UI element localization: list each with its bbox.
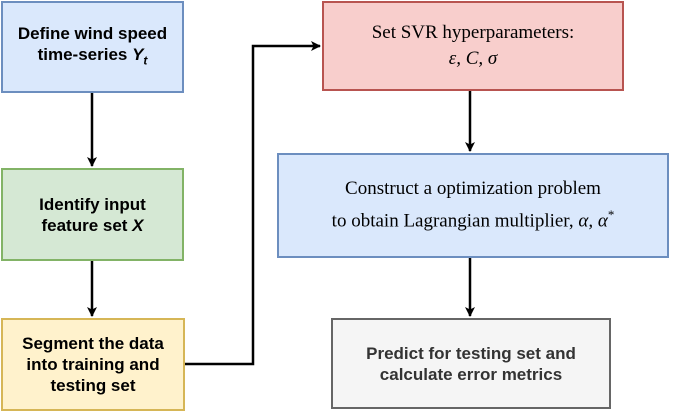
construct-line2-text: to obtain Lagrangian multiplier, <box>331 210 579 232</box>
svr-hyperparameters-box: Set SVR hyperparameters: ε, C, σ <box>322 1 624 91</box>
segment-data-box: Segment the data into training and testi… <box>1 318 185 411</box>
segment-line1: Segment the data <box>22 334 164 353</box>
predict-metrics-box: Predict for testing set and calculate er… <box>331 318 611 409</box>
define-line2-text: time-series <box>37 44 133 64</box>
predict-line1: Predict for testing set and <box>366 343 576 363</box>
segment-line2: into training and <box>26 355 160 374</box>
predict-line2: calculate error metrics <box>379 364 563 384</box>
svr-symbols: ε, C, σ <box>448 48 498 69</box>
define-subscript: t <box>143 53 148 68</box>
identify-line1: Identify input <box>39 194 146 214</box>
define-symbol: Y <box>132 44 144 64</box>
construct-symbols: α, α <box>578 210 608 232</box>
identify-symbol: X <box>132 215 144 235</box>
define-line1: Define wind speed <box>17 23 168 43</box>
define-time-series-box: Define wind speed time-series Yt <box>1 1 184 93</box>
segment-line3: testing set <box>50 376 136 395</box>
construct-optimization-box: Construct a optimization problem to obta… <box>277 153 669 258</box>
construct-line1: Construct a optimization problem <box>345 178 601 200</box>
construct-superscript: * <box>607 207 615 223</box>
svr-line1: Set SVR hyperparameters: <box>371 22 575 43</box>
arrow-segment-to-svr <box>185 41 321 366</box>
identify-line2-text: feature set <box>41 215 133 235</box>
identify-feature-box: Identify input feature set X <box>1 168 184 261</box>
